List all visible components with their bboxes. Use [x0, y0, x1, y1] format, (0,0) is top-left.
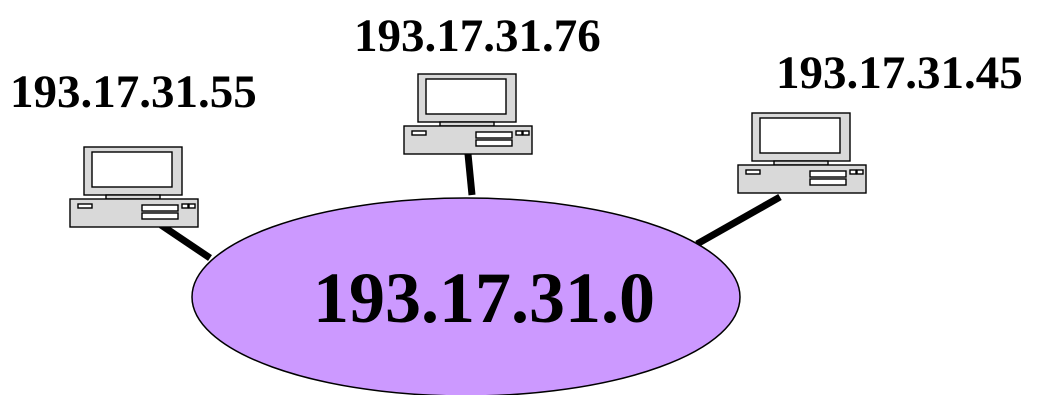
- network-address-label: 193.17.31.0: [313, 258, 655, 338]
- host-1-address-label: 193.17.31.55: [10, 66, 257, 118]
- network-ellipse: [191, 197, 741, 395]
- host-2-address-label: 193.17.31.76: [354, 10, 601, 62]
- desktop-computer-icon: [69, 146, 199, 228]
- host-2: 193.17.31.76: [354, 10, 601, 155]
- host-1: 193.17.31.55: [10, 66, 257, 228]
- host-3-address-label: 193.17.31.45: [776, 47, 1023, 99]
- host-3: 193.17.31.45: [737, 47, 1023, 194]
- cable-host-2: [464, 153, 476, 196]
- desktop-computer-icon: [403, 73, 533, 155]
- cable-host-3: [695, 193, 782, 248]
- cable-host-1: [159, 222, 212, 261]
- desktop-computer-icon: [737, 112, 867, 194]
